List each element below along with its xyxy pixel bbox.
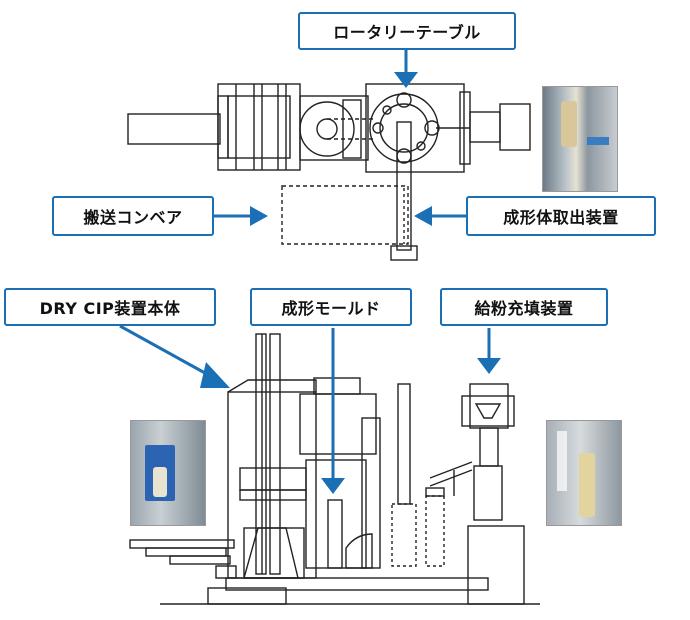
label-conveyor: 搬送コンベア bbox=[52, 196, 214, 236]
label-forming-mold: 成形モールド bbox=[250, 288, 412, 326]
photo-rotary-area bbox=[542, 86, 618, 192]
photo-filling-unit bbox=[546, 420, 622, 526]
label-molded-removal: 成形体取出装置 bbox=[466, 196, 656, 236]
top-view bbox=[127, 83, 531, 261]
side-view bbox=[129, 333, 540, 605]
label-powder-filling: 給粉充填装置 bbox=[440, 288, 608, 326]
photo-cip-vessel bbox=[130, 420, 206, 526]
label-dry-cip-body: DRY CIP装置本体 bbox=[4, 288, 216, 326]
arrow-icon bbox=[119, 48, 501, 494]
label-rotary-table: ロータリーテーブル bbox=[298, 12, 516, 50]
